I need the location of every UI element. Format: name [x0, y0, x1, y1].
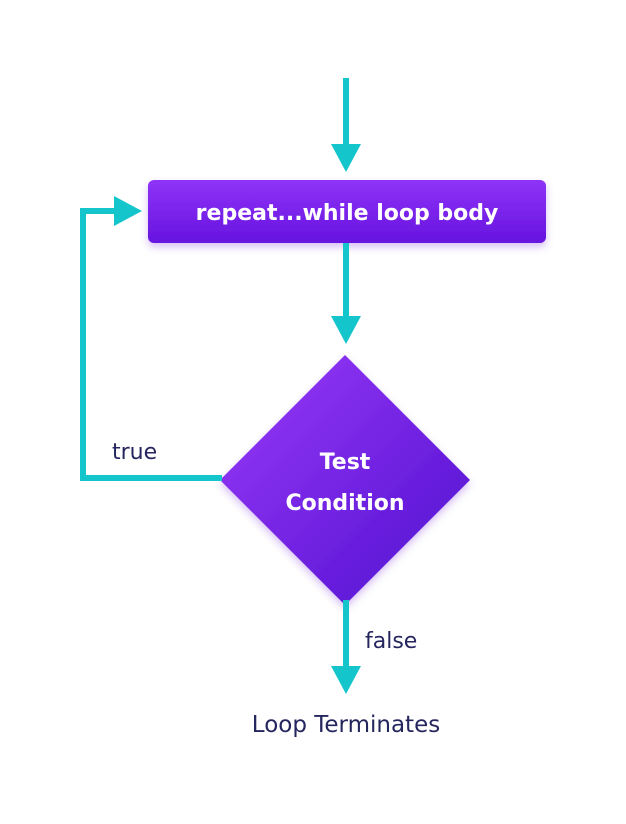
loop-body-label: repeat...while loop body [196, 201, 499, 226]
loop-terminates-label: Loop Terminates [252, 712, 440, 738]
condition-label-line1: Test [320, 450, 371, 475]
false-edge-label: false [365, 629, 417, 654]
loop-body-node: repeat...while loop body [148, 180, 546, 243]
condition-label-line2: Condition [285, 491, 404, 516]
entry-arrow [331, 78, 361, 172]
test-condition-node: Test Condition [220, 355, 470, 605]
true-loop-back-arrow [80, 196, 222, 481]
false-exit-arrow [331, 600, 361, 694]
true-edge-label: true [112, 440, 157, 465]
body-to-condition-arrow [331, 243, 361, 344]
